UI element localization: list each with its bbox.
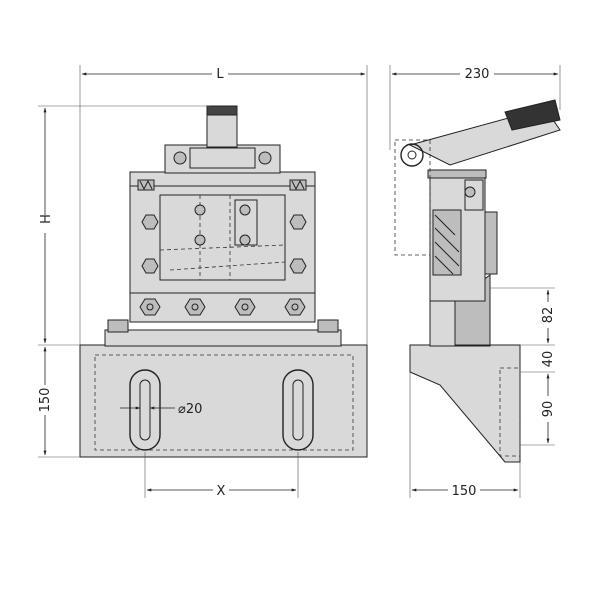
hex-bolt-3-core — [241, 303, 249, 311]
side-spring-box — [464, 179, 484, 211]
head-pin-left — [173, 151, 187, 165]
front-cylinder — [206, 112, 238, 148]
side-hatched-section — [432, 209, 462, 276]
dim-H-bg — [36, 215, 54, 233]
front-base-plate — [79, 344, 368, 458]
dim-150-label: 150 — [38, 388, 53, 413]
center-bolt-4 — [239, 234, 251, 246]
front-support-block-right — [317, 319, 339, 333]
center-bolt-2 — [239, 204, 251, 216]
center-bolt-1 — [194, 204, 206, 216]
dim-230-bg — [460, 64, 494, 82]
head-center-block — [189, 147, 256, 169]
spring-left-coil — [139, 179, 153, 191]
front-hidden-line-4 — [169, 261, 286, 271]
hex-bolt-4-core — [291, 303, 299, 311]
corner-nut-br — [289, 258, 307, 274]
dim-X-bg — [213, 481, 229, 499]
front-slot-right — [282, 369, 314, 451]
front-upper-plate — [129, 171, 316, 187]
corner-nut-tl — [141, 214, 159, 230]
side-base-bracket — [409, 344, 521, 463]
front-support-block-left — [107, 319, 129, 333]
head-pin-right — [258, 151, 272, 165]
hex-bolt-2-core — [191, 303, 199, 311]
dim-82-bg — [539, 302, 557, 328]
side-pin — [464, 186, 476, 198]
dim-40-bg — [539, 347, 557, 371]
hex-bolt-4 — [284, 298, 306, 316]
spring-right-coil — [291, 179, 305, 191]
side-bracket-hidden — [499, 367, 521, 457]
side-lever-grip — [504, 99, 561, 131]
dim-side150-bg — [448, 481, 480, 499]
front-base-hidden-outline — [94, 354, 354, 451]
front-bolt-bar — [129, 291, 316, 323]
hex-bolt-1-core — [146, 303, 154, 311]
front-slot-left — [129, 369, 161, 451]
dim-dia-label: ⌀20 — [178, 402, 202, 417]
hex-bolt-2 — [184, 298, 206, 316]
hex-bolt-1 — [139, 298, 161, 316]
dim-40-label: 40 — [541, 351, 556, 368]
hex-bolt-3 — [234, 298, 256, 316]
dim-L-label: L — [216, 67, 224, 82]
dim-90-bg — [539, 396, 557, 422]
dim-150-bg — [35, 385, 55, 415]
side-view: 230 150 82 40 90 — [389, 64, 561, 499]
front-inner-frame — [159, 194, 286, 281]
front-main-body — [129, 184, 316, 294]
side-lever-hidden — [394, 139, 431, 256]
side-top-cap — [427, 169, 487, 179]
dim-X-label: X — [217, 484, 226, 499]
side-pivot-core — [407, 150, 417, 160]
front-bolt-row — [139, 298, 306, 316]
front-support-plate — [104, 329, 342, 347]
front-slot-left-inner — [139, 379, 151, 441]
front-slot-right-inner — [292, 379, 304, 441]
corner-nut-tr — [289, 214, 307, 230]
dim-90-label: 90 — [541, 401, 556, 418]
front-view: L H 150 ⌀20 X — [35, 64, 368, 499]
center-bolt-3 — [194, 234, 206, 246]
dim-L-bg — [212, 64, 228, 82]
side-hatching — [434, 214, 460, 275]
dim-82-label: 82 — [541, 307, 556, 324]
front-cylinder-cap — [206, 105, 238, 116]
corner-nut-bl — [141, 258, 159, 274]
side-pivot — [400, 143, 424, 167]
side-clamp-plate — [484, 211, 498, 275]
dim-H-label: H — [39, 214, 54, 224]
dim-side150-label: 150 — [452, 484, 477, 499]
dim-230-label: 230 — [465, 67, 490, 82]
